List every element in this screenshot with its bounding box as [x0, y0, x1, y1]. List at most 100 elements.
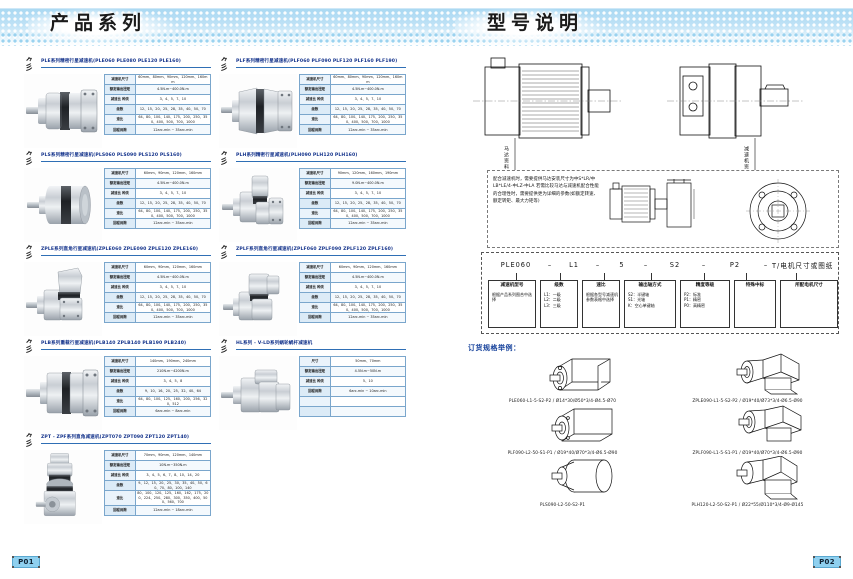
spec-value: 4.5N.m~400.0N.m	[134, 178, 212, 189]
spec-value: 12、15、20、25、28、35、40、50、70	[134, 104, 212, 116]
desc-title: 精度等级	[695, 283, 715, 288]
product-card-plb[interactable]: ⺈彡 PLB系列重载行星减速机(PLB140 ZPLB140 PLB190 PL…	[24, 338, 212, 430]
spec-value: 64、80、100、140、175、200、250、350、400、500、70…	[134, 114, 212, 126]
spec-key: 减速机尺寸	[104, 168, 136, 179]
brand-mark-icon: ⺈彡	[220, 150, 228, 166]
spec-value: 4.5N.m~400.0N.m	[134, 272, 212, 283]
product-card-plf[interactable]: ⺈彡 PLF系列精密行星减速机(PLF060 PLF090 PLF120 PLF…	[219, 56, 407, 148]
spec-key: 额定输出扭矩	[299, 178, 331, 189]
product-row: ⺈彡 PLS系列精密行星减速机(PLS060 PLS090 PLS120 PLS…	[24, 150, 407, 242]
spec-key: 回程间隙	[104, 124, 136, 136]
example-item: ZPLE090-L1-5-S2-P2 / Ø19*40/Ø73*3/4-Ø6.5…	[655, 352, 840, 404]
product-card-ple[interactable]: ⺈彡 PLE系列精密行星减速机(PLE060 PLE080 PLE120 PLE…	[24, 56, 212, 148]
spec-key: 减速比 种类	[104, 376, 136, 387]
spec-value: 12、15、20、25、28、35、40、50、70	[329, 292, 407, 303]
brand-mark-icon: ⺈彡	[25, 56, 33, 72]
product-card-zplf[interactable]: ⺈彡 ZPLF系列直角行星减速机(ZPLF060 ZPLF090 ZPLF120…	[219, 244, 407, 336]
spec-value: 80、100、120、125、160、162、175、200、224、250、2…	[134, 490, 212, 506]
spec-value	[329, 396, 407, 407]
product-header: ⺈彡 PLS系列精密行星减速机(PLS060 PLS090 PLS120 PLS…	[24, 150, 211, 166]
spec-key: 减速机尺寸	[104, 356, 136, 367]
desc-title: 所配电机尺寸	[795, 283, 823, 288]
desc-ratio: 速比 根据各型号减速机参数表格中选择	[582, 280, 620, 328]
example-code: ZPLE090-L1-5-S2-P2	[692, 399, 738, 404]
right-angle-bevel-gearbox-illustration-2	[223, 273, 280, 321]
product-header: ⺈彡 PLF系列精密行星减速机(PLF060 PLF090 PLF120 PLF…	[219, 56, 406, 72]
spec-value: 4.5N.m~400.0N.m	[134, 84, 212, 96]
product-title: PLH系列精密行星减速机(PLH090 PLH120 PLH160)	[236, 151, 406, 162]
spec-value: 9、12、15、20、25、30、35、40、50、60、70、80、100、1…	[134, 479, 212, 492]
spec-key: 回程间隙	[104, 406, 136, 418]
order-examples: PLE060-L1-5-S2-P2 / Ø14*30/Ø50*3/4-Ø4.5-…	[470, 352, 840, 508]
banner-top-rule	[0, 8, 427, 9]
spec-value: 12arc-min ~ 35arc-min	[134, 218, 212, 230]
code-seg-model: PLE060	[500, 261, 532, 269]
example-caption: PLH120-L2-50-S2-P1 / Ø22*55/Ø110*3/4-Ø9-…	[655, 503, 840, 508]
right-page-badge: P02	[813, 556, 841, 568]
spec-value: 10N.m~350N.m	[134, 460, 212, 471]
product-title: HL系列 - V-LD系列蜗轮蜗杆减速机	[236, 339, 406, 350]
left-page-badge: P01	[12, 556, 40, 568]
iso-gearbox-plf	[551, 408, 612, 442]
product-card-zple[interactable]: ⺈彡 ZPLE系列直角行星减速机(ZPLE060 ZPLE090 ZPLE120…	[24, 244, 212, 336]
brand-mark-icon: ⺈彡	[25, 338, 33, 354]
example-caption: ZPLE090-L1-5-S2-P2 / Ø19*40/Ø73*3/4-Ø6.5…	[655, 399, 840, 404]
spec-row	[299, 406, 407, 417]
spec-key	[299, 396, 331, 407]
product-card-zpt[interactable]: ⺈彡 ZPT - ZPF系列直角减速机(ZPT070 ZPT090 ZPT120…	[24, 432, 212, 524]
spec-value: 60mm、80mm、90mm、120mm、160mm	[134, 73, 212, 86]
spec-key: 速比	[104, 395, 136, 408]
spec-key: 减速机尺寸	[299, 262, 331, 273]
product-card-pls[interactable]: ⺈彡 PLS系列精密行星减速机(PLS060 PLS090 PLS120 PLS…	[24, 150, 212, 242]
gearbox-data-label: 减速机资料	[743, 146, 749, 176]
right-angle-gearbox-illustration	[222, 175, 284, 225]
spec-value: 60mm、90mm、120mm、160mm	[329, 262, 407, 273]
example-illustration	[470, 456, 655, 503]
spec-key: 减速机尺寸	[104, 262, 136, 273]
product-photo-ple	[24, 74, 102, 148]
code-seg-motor: T/电机尺寸或图纸	[772, 262, 834, 270]
example-item: PLE060-L1-5-S2-P2 / Ø14*30/Ø50*3/4-Ø4.5-…	[470, 352, 655, 404]
example-spec: / Ø22*55/Ø110*3/4-Ø9-Ø145	[738, 503, 804, 508]
right-page: 型号说明 P02	[427, 0, 853, 579]
code-leader-lines	[488, 273, 832, 281]
brand-mark-icon: ⺈彡	[220, 244, 228, 260]
spec-value: 60mm、90mm、120mm、160mm	[134, 168, 212, 179]
square-flange-gearbox-illustration	[26, 89, 98, 133]
product-photo-hl	[219, 356, 297, 430]
product-card-hl[interactable]: ⺈彡 HL系列 - V-LD系列蜗轮蜗杆减速机	[219, 338, 407, 430]
example-item: PLF090-L2-50-S1-P1 / Ø19*40/Ø70*3/4-Ø6.5…	[470, 404, 655, 456]
spec-key: 额定输出扭矩	[104, 460, 136, 471]
code-dash: –	[763, 261, 769, 269]
spec-key: 速比	[104, 301, 136, 314]
desc-motor-size: 所配电机尺寸	[780, 280, 838, 328]
spec-key: 额定输出扭矩	[299, 366, 331, 377]
iso-gearbox-zplf	[738, 405, 801, 442]
iso-gearbox-plh	[736, 455, 798, 500]
product-photo-plf	[219, 74, 297, 148]
brand-mark-icon: ⺈彡	[220, 338, 228, 354]
product-card-plh[interactable]: ⺈彡 PLH系列精密行星减速机(PLH090 PLH120 PLH160)	[219, 150, 407, 242]
left-page: 产品系列 ⺈彡 PLE系列精密行星减速机(PLE060 PLE080 PLE12…	[0, 8, 427, 568]
product-photo-plh	[219, 168, 297, 242]
example-item: PLH120-L2-50-S2-P1 / Ø22*55/Ø110*3/4-Ø9-…	[655, 455, 840, 508]
